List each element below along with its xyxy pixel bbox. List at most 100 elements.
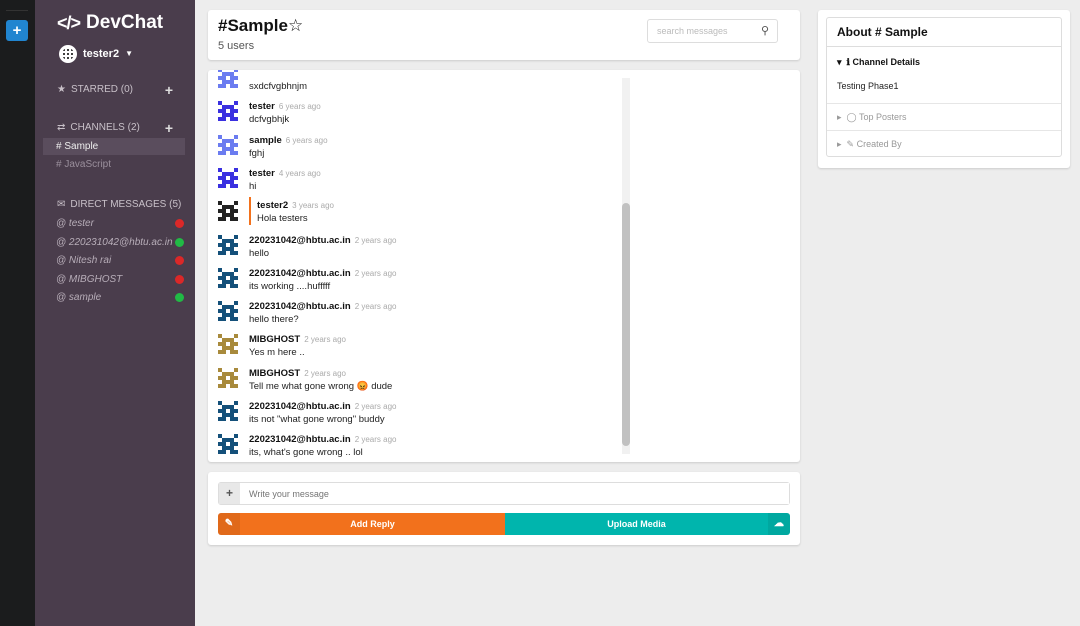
status-dot	[175, 274, 184, 284]
message-time: 2 years ago	[354, 402, 397, 411]
avatar	[59, 45, 77, 63]
direct-messages-label: DIRECT MESSAGES (5)	[70, 199, 182, 210]
top-posters-accordion[interactable]: ▸ ◯ Top Posters	[827, 104, 1061, 131]
message-author[interactable]: tester	[249, 101, 275, 113]
dm-label: @ MIBGHOST	[56, 273, 123, 285]
top-posters-label: Top Posters	[858, 112, 907, 122]
add-reply-label: Add Reply	[350, 519, 395, 529]
message-text: hello there?	[249, 314, 299, 326]
caret-right-icon: ▸	[837, 112, 842, 122]
message-text: its working ....hufffff	[249, 280, 331, 292]
upload-media-button[interactable]: Upload Media ☁	[505, 513, 790, 535]
identicon-avatar	[218, 234, 238, 255]
channel-details-accordion[interactable]: ▾ ℹ Channel Details Testing Phase1	[827, 47, 1061, 104]
identicon-avatar	[218, 267, 238, 288]
dm-item[interactable]: @ Nitesh rai	[56, 254, 184, 267]
dm-label: @ tester	[56, 218, 94, 229]
message-time: 2 years ago	[304, 368, 347, 378]
created-by-label: Created By	[856, 139, 902, 149]
message-text: Yes m here ..	[249, 347, 305, 359]
upload-media-label: Upload Media	[607, 519, 666, 529]
chevron-down-icon: ▼	[125, 49, 133, 58]
message-time: 2 years ago	[354, 235, 397, 245]
message-author[interactable]: MIBGHOST	[249, 334, 301, 346]
message-author[interactable]: sample	[249, 134, 282, 146]
add-workspace-button[interactable]: +	[6, 20, 28, 41]
about-title: About # Sample	[827, 18, 1061, 47]
status-dot	[175, 256, 184, 265]
message-time: 6 years ago	[285, 135, 328, 145]
created-by-accordion[interactable]: ▸ ✎ Created By	[827, 131, 1061, 157]
workspace-rail: +	[0, 0, 35, 626]
channels-label: CHANNELS (2)	[70, 122, 140, 133]
identicon-avatar	[218, 101, 238, 122]
cloud-upload-icon: ☁	[768, 513, 790, 535]
message-input[interactable]	[240, 483, 789, 504]
add-reply-button[interactable]: ✎ Add Reply	[218, 513, 505, 535]
dm-item[interactable]: @ MIBGHOST	[56, 273, 184, 286]
dm-label: @ Nitesh rai	[56, 255, 112, 266]
envelope-icon: ✉	[57, 199, 66, 210]
message-author[interactable]: 220231042@hbtu.ac.in	[249, 434, 351, 446]
message-time: 2 years ago	[304, 335, 347, 345]
message-text: dcfvgbhjk	[249, 114, 290, 126]
message-time: 4 years ago	[278, 168, 321, 178]
message-author[interactable]: 220231042@hbtu.ac.in	[249, 234, 351, 246]
user-menu[interactable]: tester2 ▼	[59, 45, 133, 63]
message-author[interactable]: MIBGHOST	[249, 367, 301, 379]
identicon-avatar	[218, 301, 238, 322]
identicon-avatar	[218, 70, 238, 88]
identicon-avatar	[218, 167, 238, 188]
message-author[interactable]: 220231042@hbtu.ac.in	[249, 401, 351, 412]
search-input[interactable]: search messages ⚲	[647, 19, 778, 43]
scrollbar[interactable]	[622, 78, 630, 454]
message-text: sxdcfvgbhnjm	[249, 81, 308, 92]
message-author[interactable]: 220231042@hbtu.ac.in	[249, 301, 351, 313]
message-text: its not "what gone wrong" buddy	[249, 414, 385, 425]
message-author[interactable]: tester	[249, 167, 275, 179]
channel-item-sample[interactable]: # Sample	[43, 138, 185, 155]
plus-icon[interactable]: +	[219, 483, 240, 504]
search-icon[interactable]: ⚲	[760, 25, 769, 37]
message-author[interactable]: 220231042@hbtu.ac.in	[249, 267, 351, 279]
message-author[interactable]: tester2	[257, 200, 289, 212]
code-icon: </>	[57, 13, 81, 33]
channel-description: Testing Phase1	[837, 81, 899, 91]
starred-label: STARRED (0)	[70, 84, 134, 95]
message-item: sxdcfvgbhnjm	[218, 70, 307, 92]
message-composer: + ✎ Add Reply Upload Media ☁	[208, 472, 800, 545]
identicon-avatar	[218, 134, 238, 155]
channel-item-javascript[interactable]: # JavaScript	[56, 159, 112, 170]
username: tester2	[83, 48, 120, 60]
add-starred-button[interactable]: +	[164, 82, 173, 98]
edit-icon: ✎	[218, 513, 240, 535]
dm-item[interactable]: @ sample	[56, 291, 184, 304]
scrollbar-thumb[interactable]	[622, 203, 630, 446]
caret-down-icon: ▾	[837, 57, 842, 67]
caret-right-icon: ▸	[837, 139, 842, 149]
message-text: its, what's gone wrong .. lol	[249, 447, 363, 459]
add-channel-button[interactable]: +	[164, 120, 173, 136]
dm-item[interactable]: @ tester	[56, 217, 184, 230]
star-icon[interactable]: ☆	[287, 16, 304, 35]
search-placeholder: search messages	[657, 26, 728, 36]
dm-item[interactable]: @ 220231042@hbtu.ac.in	[56, 236, 184, 249]
page-title: #Sample☆	[218, 16, 303, 36]
logo: </>DevChat	[57, 12, 163, 34]
message-text: hello	[249, 247, 270, 259]
message-time: 2 years ago	[354, 435, 397, 445]
user-circle-icon: ◯	[846, 112, 857, 122]
dm-label: @ sample	[56, 292, 102, 303]
identicon-avatar	[218, 434, 238, 455]
